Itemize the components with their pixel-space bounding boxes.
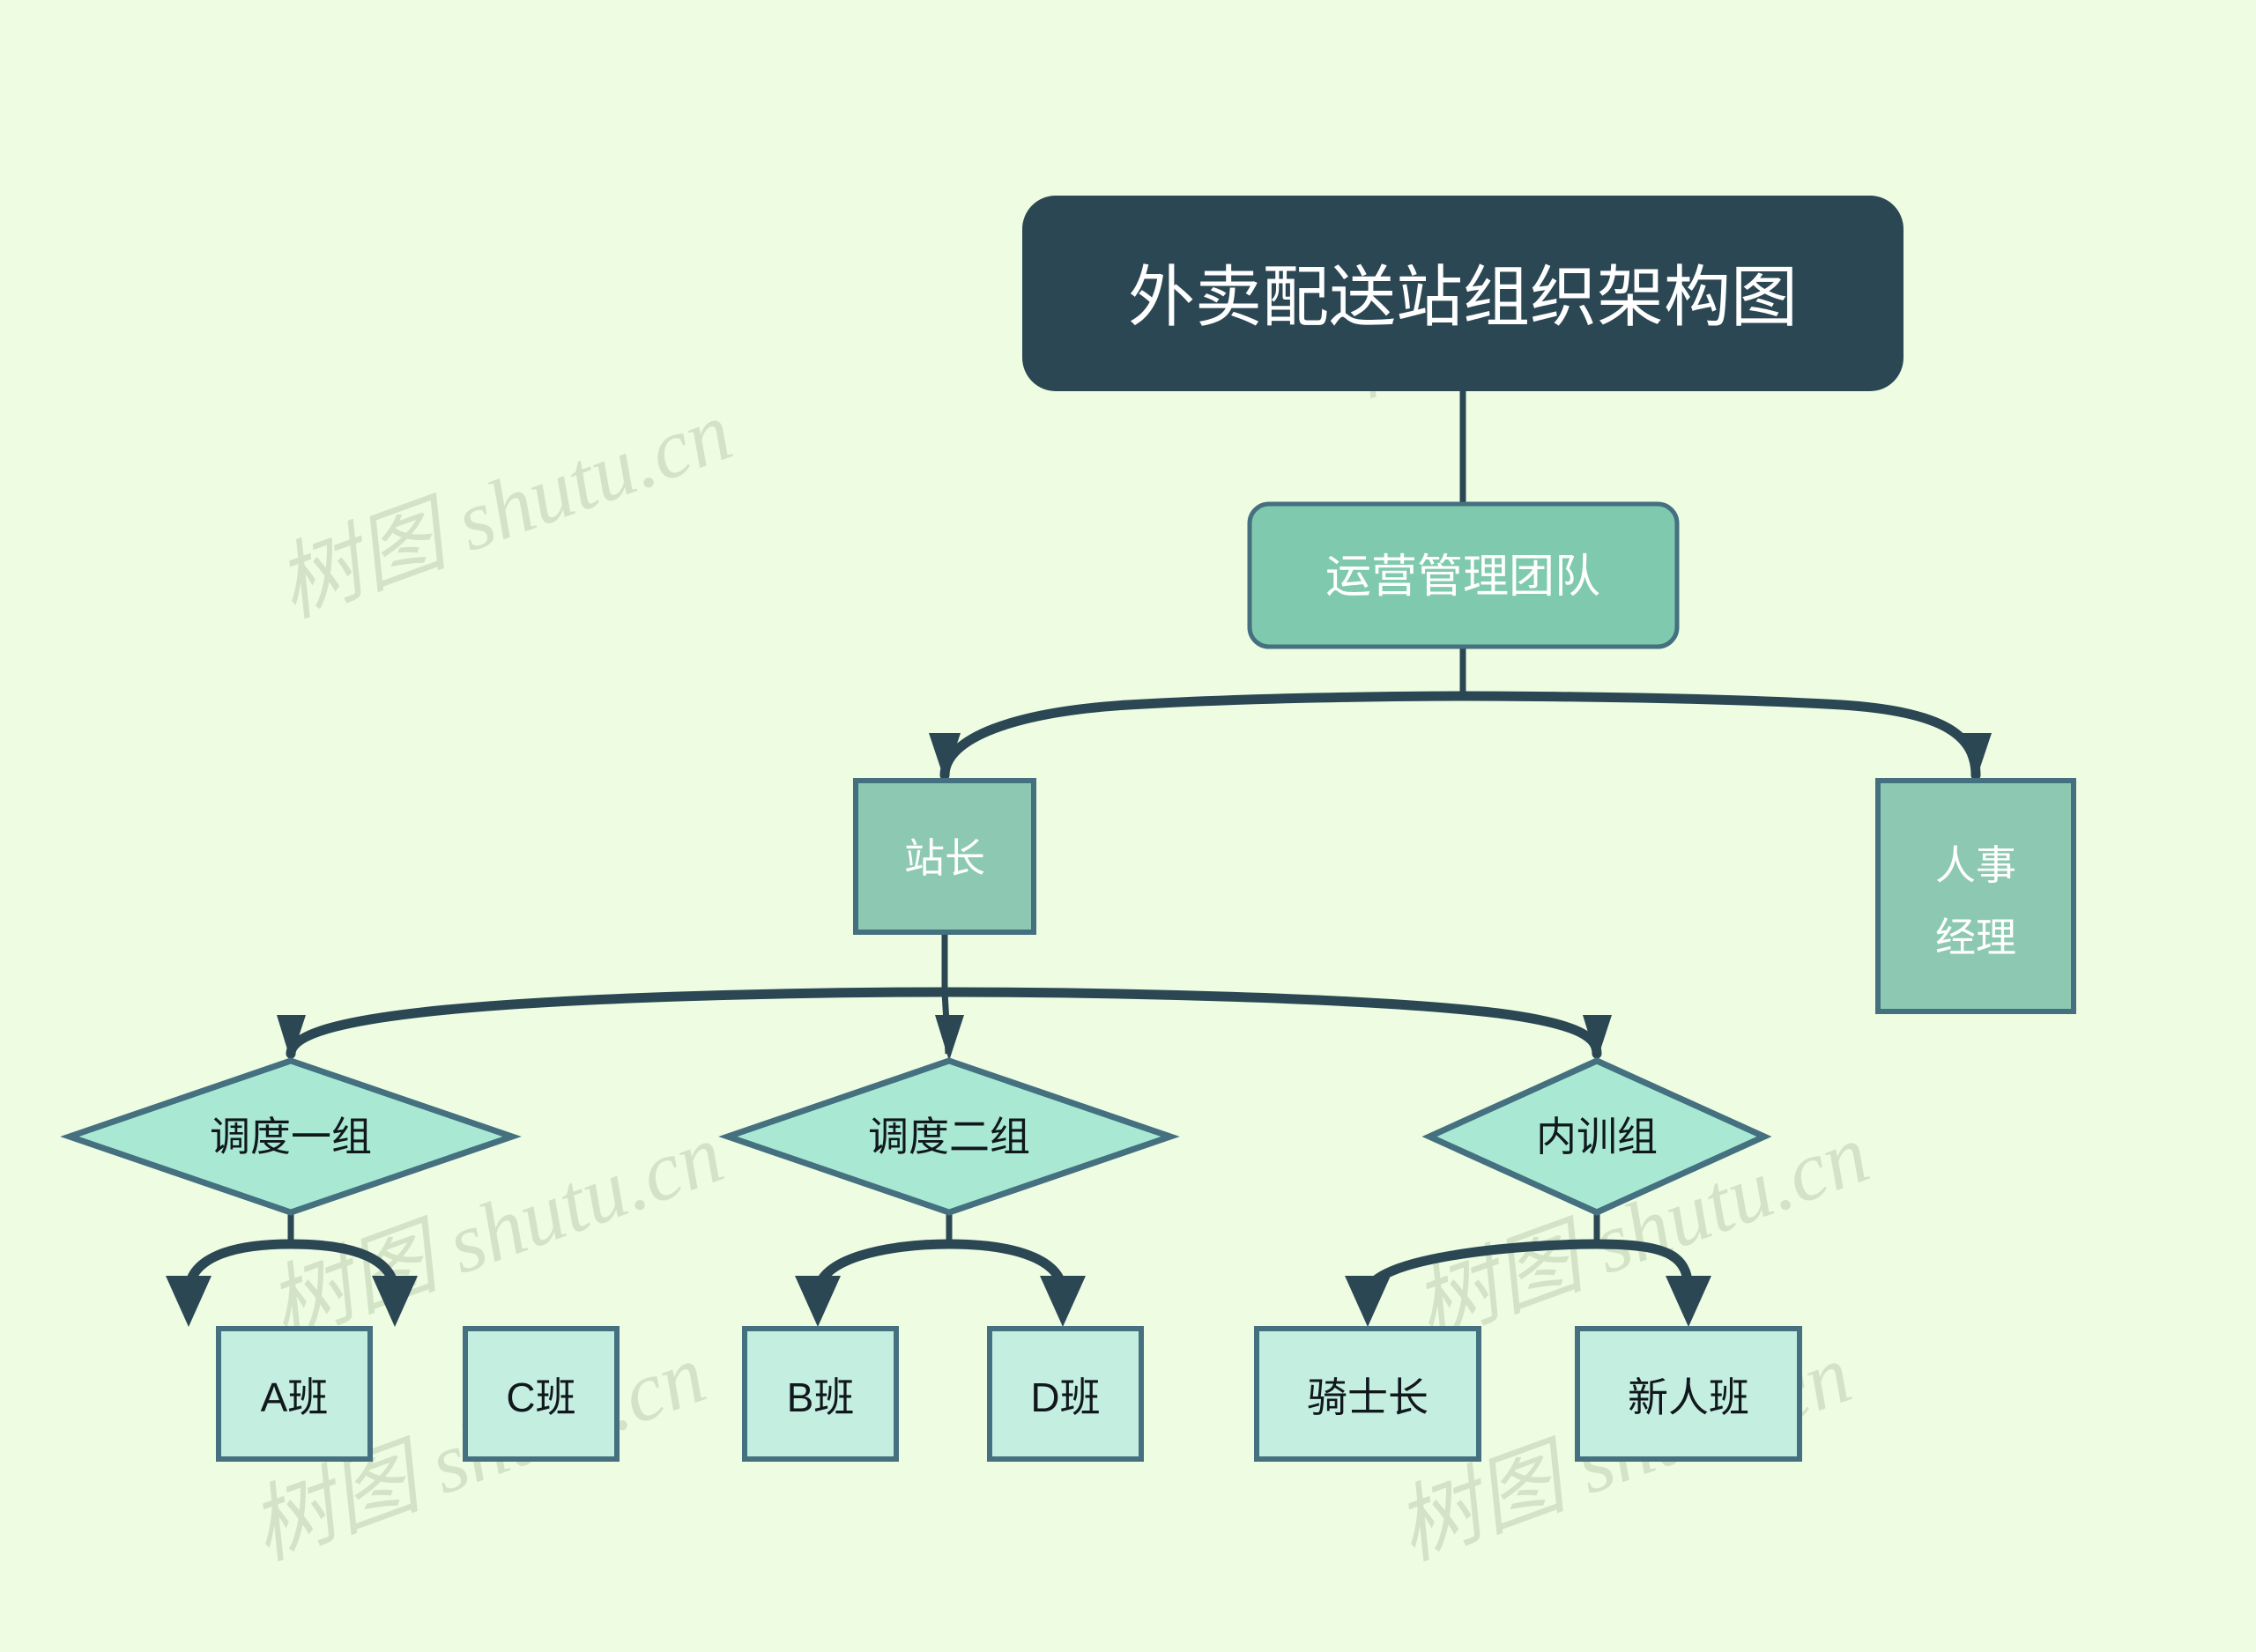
- node-dispatch-group-2-shape[interactable]: [718, 1057, 1180, 1216]
- arrowhead-to-newbie: [1666, 1276, 1711, 1327]
- node-training-group-shape[interactable]: [1421, 1057, 1772, 1216]
- arrowhead-to-shiftD: [1040, 1276, 1086, 1327]
- node-hr-manager-label-line2: 经理: [1935, 915, 2016, 960]
- node-ops-label: 运营管理团队: [1325, 552, 1600, 603]
- node-station-label: 站长: [904, 835, 985, 881]
- node-hr-manager-label-line1: 人事: [1935, 842, 2016, 888]
- arrowhead-to-grp2: [935, 1015, 964, 1061]
- node-shift-c[interactable]: C班: [463, 1326, 620, 1462]
- node-training-group-label: 内训组: [1536, 1114, 1658, 1159]
- arrowhead-to-shiftB: [795, 1276, 841, 1327]
- node-shift-b[interactable]: B班: [742, 1326, 899, 1462]
- connector-layer: [166, 391, 1992, 1327]
- node-dispatch-group-2[interactable]: 调度二组: [718, 1057, 1180, 1216]
- arrowhead-to-station: [929, 733, 961, 781]
- edge-station-to-grp1: [286, 987, 950, 1059]
- edge-ops-to-station: [939, 691, 1468, 781]
- node-ops[interactable]: 运营管理团队: [1247, 501, 1680, 649]
- node-newcomer-class[interactable]: 新人班: [1575, 1326, 1802, 1462]
- edge-ops-to-hr: [1458, 691, 1981, 781]
- node-newcomer-class-label: 新人班: [1628, 1374, 1749, 1420]
- node-dispatch-group-1-shape[interactable]: [60, 1057, 522, 1216]
- node-title-label: 外卖配送站组织架构图: [1128, 261, 1798, 336]
- arrowhead-to-knight: [1345, 1276, 1391, 1327]
- watermark-text: 树图 shutu.cn: [265, 383, 744, 634]
- node-knight-captain-label: 骑士长: [1307, 1374, 1429, 1420]
- arrowhead-to-shiftC: [372, 1276, 418, 1327]
- node-shift-d[interactable]: D班: [987, 1326, 1144, 1462]
- node-dispatch-group-2-label: 调度二组: [868, 1114, 1030, 1159]
- node-hr-manager-shape[interactable]: [1875, 778, 2076, 1014]
- node-shift-d-shape[interactable]: [987, 1326, 1144, 1462]
- arrowhead-to-grp3: [1583, 1015, 1612, 1061]
- node-newcomer-class-shape[interactable]: [1575, 1326, 1802, 1462]
- node-layer: 外卖配送站组织架构图 运营管理团队 站长 人事 经理 调度一组: [60, 196, 2076, 1462]
- node-shift-d-label: D班: [1030, 1374, 1100, 1420]
- arrowhead-to-shiftA: [166, 1276, 212, 1327]
- node-dispatch-group-1-label: 调度一组: [210, 1114, 372, 1159]
- node-station[interactable]: 站长: [853, 778, 1036, 935]
- node-knight-captain[interactable]: 骑士长: [1254, 1326, 1481, 1462]
- arrowhead-to-hr: [1960, 733, 1992, 781]
- node-shift-c-shape[interactable]: [463, 1326, 620, 1462]
- node-ops-shape[interactable]: [1247, 501, 1680, 649]
- node-shift-a-shape[interactable]: [216, 1326, 373, 1462]
- node-shift-b-shape[interactable]: [742, 1326, 899, 1462]
- node-dispatch-group-1[interactable]: 调度一组: [60, 1057, 522, 1216]
- node-title[interactable]: 外卖配送站组织架构图: [1022, 196, 1904, 391]
- node-training-group[interactable]: 内训组: [1421, 1057, 1772, 1216]
- node-shift-b-label: B班: [787, 1374, 855, 1420]
- arrowhead-to-grp1: [277, 1015, 306, 1061]
- edge-grp2-to-shiftB: [813, 1239, 954, 1299]
- node-title-shape[interactable]: [1022, 196, 1904, 391]
- edge-station-to-grp3: [939, 987, 1602, 1059]
- node-shift-a-label: A班: [261, 1374, 329, 1420]
- node-shift-c-label: C班: [506, 1374, 575, 1420]
- node-station-shape[interactable]: [853, 778, 1036, 935]
- node-shift-a[interactable]: A班: [216, 1326, 373, 1462]
- node-hr-manager[interactable]: 人事 经理: [1875, 778, 2076, 1014]
- node-knight-captain-shape[interactable]: [1254, 1326, 1481, 1462]
